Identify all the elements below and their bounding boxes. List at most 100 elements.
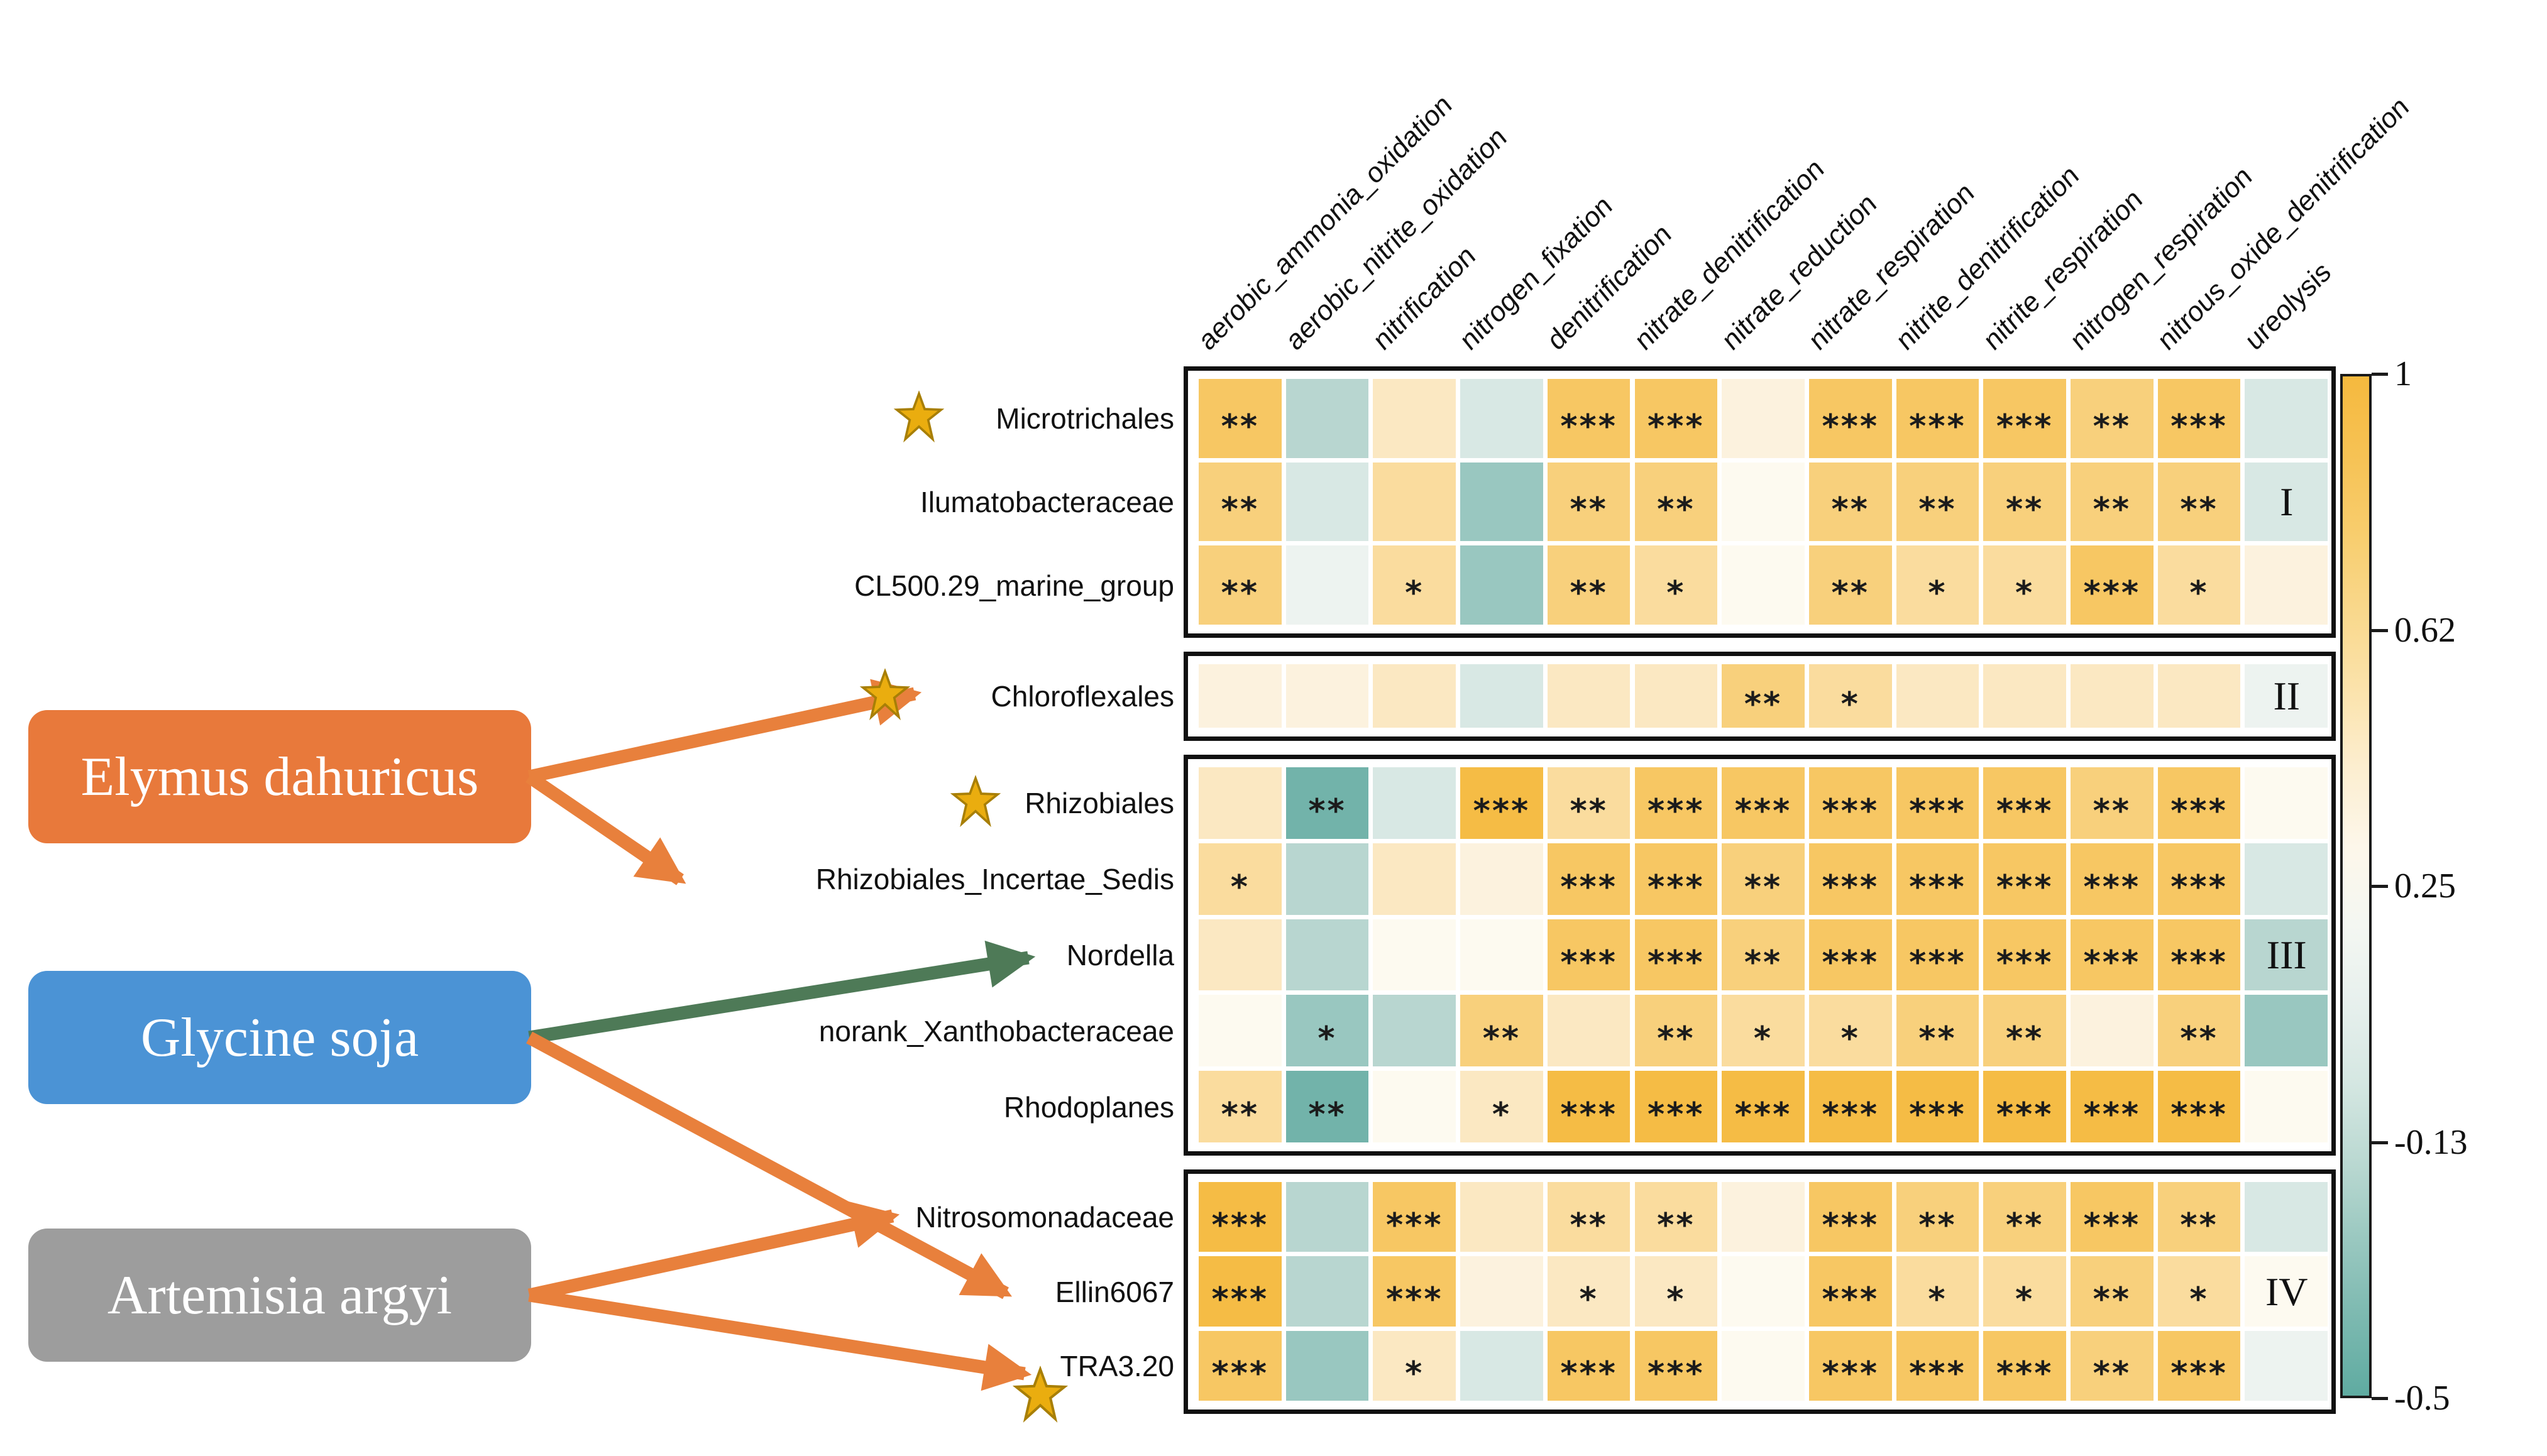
significance-stars: *** — [2083, 868, 2141, 906]
heatmap-cell — [1285, 379, 1369, 458]
heatmap-cell: ** — [2071, 462, 2154, 542]
heatmap-cell — [2245, 843, 2328, 915]
significance-stars: * — [2015, 1281, 2035, 1319]
heatmap-cell: ** — [1722, 664, 1805, 728]
significance-stars: *** — [1211, 1355, 1269, 1393]
heatmap-cell: *** — [1896, 1330, 1979, 1401]
significance-stars: *** — [1648, 408, 1705, 446]
heatmap-cell: *** — [1460, 767, 1543, 839]
significance-stars: *** — [1822, 868, 1879, 906]
significance-stars: *** — [2083, 944, 2141, 982]
heatmap-cell: *** — [1634, 767, 1718, 839]
significance-stars: *** — [1822, 1096, 1879, 1134]
heatmap-cell: ** — [1808, 545, 1892, 625]
group-numeral-II: II — [2273, 674, 2301, 718]
heatmap-cell — [2245, 1256, 2328, 1327]
significance-stars: * — [1928, 1281, 1947, 1319]
heatmap-cell: *** — [2071, 1182, 2154, 1252]
significance-stars: ** — [1744, 685, 1783, 723]
significance-stars: ** — [2093, 408, 2132, 446]
significance-stars: ** — [1482, 1020, 1521, 1058]
heatmap-cell: *** — [1808, 843, 1892, 915]
heatmap-cell: *** — [1634, 919, 1718, 991]
significance-stars: ** — [2180, 1020, 2218, 1058]
significance-stars: * — [1405, 574, 1424, 613]
significance-stars: *** — [1560, 1096, 1617, 1134]
significance-stars: *** — [1822, 408, 1879, 446]
colorbar-tick-label: 0.62 — [2394, 610, 2456, 650]
column-header: nitrate_reduction — [1716, 187, 1882, 357]
heatmap-cell: ** — [2071, 1330, 2154, 1401]
arrow-Artemisia-argyi-to-TRA3.20 — [528, 1288, 1032, 1391]
heatmap-cell — [2245, 1330, 2328, 1401]
row-label: Rhizobiales_Incertae_Sedis — [815, 863, 1174, 896]
arrow-Glycine-soja-to-Ellin6067 — [526, 1031, 1012, 1300]
heatmap-cell: ** — [1199, 379, 1282, 458]
heatmap-cell: ** — [1547, 767, 1631, 839]
heatmap-cell: ** — [1199, 1071, 1282, 1142]
heatmap-group-box-III: ****************************************… — [1184, 755, 2336, 1156]
heatmap-cell: *** — [1896, 843, 1979, 915]
significance-stars: *** — [1822, 792, 1879, 831]
heatmap-cell: ** — [1896, 995, 1979, 1067]
significance-stars: ** — [2093, 1281, 2132, 1319]
heatmap-cell: *** — [1808, 1071, 1892, 1142]
heatmap-cell — [1373, 462, 1456, 542]
heatmap-cell — [2071, 995, 2154, 1067]
heatmap-cell: ** — [1896, 462, 1979, 542]
significance-stars: *** — [1648, 868, 1705, 906]
heatmap-cell: ** — [2071, 1256, 2154, 1327]
heatmap-cell: *** — [1896, 379, 1979, 458]
heatmap-cell: *** — [1896, 1071, 1979, 1142]
heatmap-cell: * — [1896, 545, 1979, 625]
significance-stars: * — [2189, 1281, 2209, 1319]
heatmap-cell: *** — [2157, 1071, 2241, 1142]
heatmap-cell — [2245, 919, 2328, 991]
significance-stars: ** — [2093, 792, 2132, 831]
row-label: Chloroflexales — [991, 680, 1174, 713]
significance-stars: *** — [2083, 1206, 2141, 1244]
heatmap-cell: *** — [1547, 1330, 1631, 1401]
heatmap-cell — [1547, 664, 1631, 728]
heatmap-cell: * — [1808, 664, 1892, 728]
column-header: nitrite_respiration — [1978, 182, 2148, 357]
significance-stars: * — [1666, 1281, 1686, 1319]
heatmap-cell: ** — [1199, 545, 1282, 625]
heatmap-cell: *** — [1722, 767, 1805, 839]
arrow-Artemisia-argyi-to-Nitrosomonadaceae — [527, 1201, 900, 1302]
heatmap-cell: *** — [2157, 767, 2241, 839]
row-label: Ellin6067 — [1055, 1275, 1174, 1308]
heatmap-cell: ** — [1547, 1182, 1631, 1252]
heatmap-cell — [1285, 545, 1369, 625]
significance-stars: ** — [1221, 1096, 1260, 1134]
heatmap-cell — [1373, 919, 1456, 991]
significance-stars: *** — [1909, 1355, 1966, 1393]
heatmap-cell: *** — [1199, 1330, 1282, 1401]
heatmap-cell — [1373, 843, 1456, 915]
heatmap-cell — [1373, 379, 1456, 458]
arrow-Elymus-dahuricus-to-Chloroflexales — [527, 679, 922, 784]
heatmap-cell: *** — [2071, 545, 2154, 625]
colorbar-tick-label: 0.25 — [2394, 867, 2456, 906]
significance-stars: *** — [1996, 792, 2054, 831]
significance-stars: ** — [1918, 1206, 1957, 1244]
significance-stars: ** — [1308, 1096, 1346, 1134]
heatmap-cell — [1199, 995, 1282, 1067]
heatmap-cell — [1460, 379, 1543, 458]
heatmap-cell — [2245, 767, 2328, 839]
heatmap-cell — [1285, 919, 1369, 991]
heatmap-cell: * — [1983, 1256, 2066, 1327]
significance-stars: *** — [1996, 944, 2054, 982]
heatmap-cell: ** — [1722, 843, 1805, 915]
heatmap-cell: *** — [1896, 767, 1979, 839]
heatmap-group-box-IV: ****************************************… — [1184, 1169, 2336, 1414]
heatmap-cell: * — [2157, 1256, 2241, 1327]
significance-stars: *** — [1909, 868, 1966, 906]
heatmap-cell: * — [1722, 995, 1805, 1067]
significance-stars: *** — [1822, 1355, 1879, 1393]
heatmap-cell: ** — [2071, 379, 2154, 458]
significance-stars: ** — [2093, 491, 2132, 529]
significance-stars: ** — [2005, 1020, 2044, 1058]
heatmap-cell — [1460, 664, 1543, 728]
significance-stars: * — [1753, 1020, 1773, 1058]
